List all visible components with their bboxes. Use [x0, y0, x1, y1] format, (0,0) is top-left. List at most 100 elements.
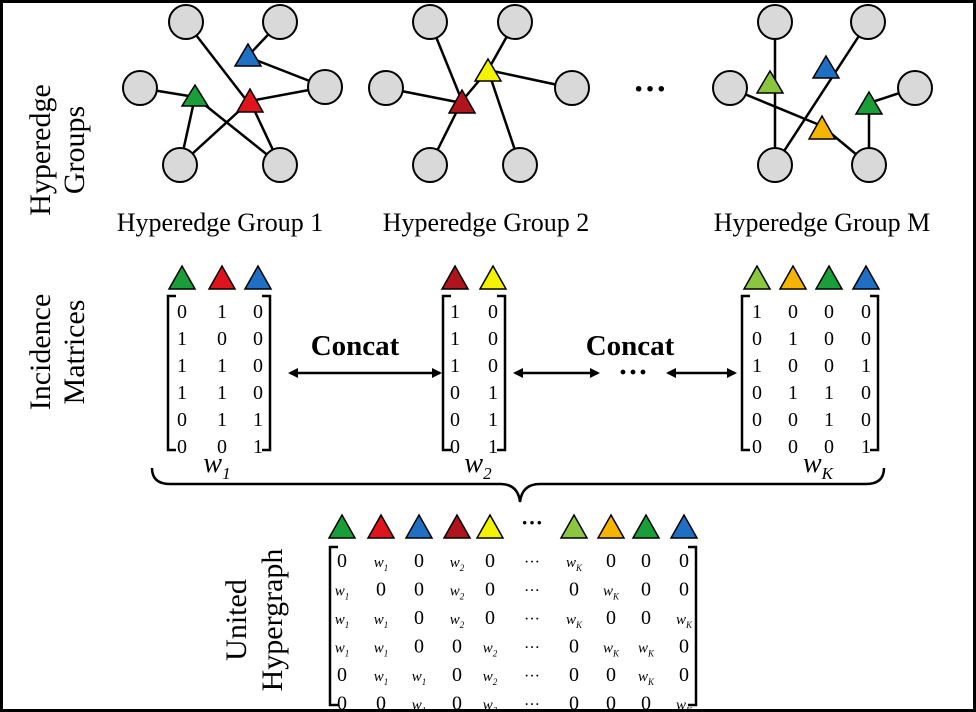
green-hyperedge-icon: [631, 513, 661, 539]
matrix-cell: 0: [861, 382, 871, 404]
united-cell: 0: [679, 550, 689, 572]
matrix-cell: 1: [752, 355, 762, 377]
united-weight-cell: w1: [374, 669, 389, 687]
darkred-hyperedge-icon: [440, 264, 470, 290]
united-weight-cell: w2: [450, 612, 465, 630]
united-weight-cell: wK: [676, 612, 693, 630]
united-cell: 0: [414, 550, 424, 572]
united-weight-cell: w2: [483, 641, 498, 659]
green-hyperedge-icon: [327, 513, 357, 539]
matrix-cell: 0: [450, 382, 460, 404]
united-cell: 0: [679, 579, 689, 601]
blue-hyperedge-icon: [851, 264, 881, 290]
matrix-cell: 1: [450, 301, 460, 323]
united-weight-cell: w2: [450, 584, 465, 602]
group-weight: wK: [803, 448, 835, 483]
yellow-hyperedge-icon: [478, 264, 508, 290]
united-cell: 0: [606, 664, 616, 686]
united-cell: 0: [337, 550, 347, 572]
united-cell: 0: [569, 579, 579, 601]
matrix-cell: 1: [488, 409, 498, 431]
red-hyperedge-icon: [235, 87, 265, 113]
matrix-cell: 1: [488, 382, 498, 404]
graph-ellipsis: ···: [633, 71, 667, 108]
matrix-cell: 1: [217, 355, 227, 377]
section-label-line: Incidence: [24, 294, 57, 411]
blue-hyperedge-icon: [404, 513, 434, 539]
graph-nodes: [712, 4, 933, 183]
united-weight-cell: w2: [450, 555, 465, 573]
united-cell: ···: [524, 640, 540, 657]
concat-label: Concat: [586, 330, 675, 362]
matrix-cell: 0: [824, 436, 834, 458]
united-cell: ···: [524, 554, 540, 571]
matrix-cell: 0: [824, 301, 834, 323]
matrix-cell: 1: [824, 409, 834, 431]
section-label-united-hypergraph: United Hypergraph: [220, 549, 289, 692]
matrix-cell: 0: [752, 382, 762, 404]
matrix-bracket-left: [328, 545, 338, 707]
united-cell: 0: [641, 693, 651, 712]
united-cell: 0: [569, 664, 579, 686]
blue-hyperedge-icon: [811, 54, 841, 79]
matrix-bracket-right: [497, 294, 507, 452]
graph-edges: [139, 21, 326, 166]
matrix-cell: 0: [253, 355, 263, 377]
matrix-cell: 0: [788, 436, 798, 458]
matrix-cell: 1: [824, 382, 834, 404]
united-weight-cell: wK: [566, 612, 583, 630]
united-weight-cell: w1: [412, 698, 427, 712]
graph-nodes: [122, 4, 343, 183]
matrix-cell: 1: [253, 436, 263, 458]
united-header-ellipsis: ···: [521, 510, 543, 535]
united-cell: 0: [376, 693, 386, 712]
group-weight: w2: [464, 448, 492, 483]
group-weight: w1: [203, 448, 230, 483]
yellow-hyperedge-icon: [475, 513, 505, 539]
matrix-cell: 1: [217, 409, 227, 431]
section-label-line: Hyperedge: [24, 84, 57, 216]
united-cell: 0: [606, 693, 616, 712]
matrix-cell: 0: [752, 409, 762, 431]
matrix-cell: 0: [488, 301, 498, 323]
united-weight-cell: w1: [374, 555, 389, 573]
matrix-cell: 0: [450, 436, 460, 458]
matrix-cell: 0: [177, 301, 187, 323]
matrix-cell: 0: [788, 355, 798, 377]
section-label-line: Hypergraph: [256, 549, 289, 692]
united-cell: 0: [452, 664, 462, 686]
united-cell: 0: [337, 693, 347, 712]
matrix-cell: 0: [861, 409, 871, 431]
united-cell: 0: [679, 636, 689, 658]
united-weight-cell: wK: [638, 669, 655, 687]
green-hyperedge-icon: [814, 264, 844, 290]
blue-hyperedge-icon: [669, 513, 699, 539]
matrix-cell: 1: [450, 355, 460, 377]
matrix-cell: 0: [253, 382, 263, 404]
united-weight-cell: w1: [335, 641, 350, 659]
green-hyperedge-icon: [167, 264, 197, 290]
darkred-hyperedge-icon: [442, 513, 472, 539]
united-weight-cell: w1: [374, 641, 389, 659]
united-weight-cell: w1: [374, 612, 389, 630]
matrix-cell: 0: [824, 355, 834, 377]
united-weight-cell: wK: [676, 698, 693, 712]
united-weight-cell: w2: [483, 669, 498, 687]
united-cell: 0: [569, 636, 579, 658]
united-cell: 0: [485, 607, 495, 629]
united-cell: 0: [485, 579, 495, 601]
matrix-cell: 0: [752, 436, 762, 458]
matrix-bracket-left: [740, 294, 750, 452]
matrix-cell: 0: [177, 409, 187, 431]
united-weight-cell: wK: [603, 641, 620, 659]
united-cell: ···: [524, 668, 540, 685]
red-hyperedge-icon: [207, 264, 237, 290]
united-weight-cell: wK: [638, 641, 655, 659]
matrix-cell: 0: [450, 409, 460, 431]
yellow-hyperedge-icon: [473, 57, 503, 82]
matrix-bracket-right: [262, 294, 272, 452]
united-cell: 0: [606, 607, 616, 629]
